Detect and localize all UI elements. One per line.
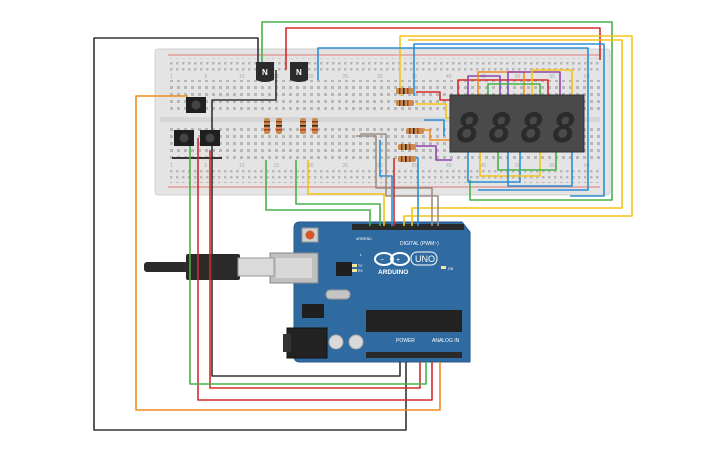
wire-yellow-2: [408, 39, 623, 226]
svg-text:+: +: [396, 257, 400, 264]
arduino-uno-board: − + ARDUINO UNO DIGITAL (PWM~) POWER ANA…: [269, 221, 471, 363]
transistor-2-label: N: [296, 68, 302, 77]
transistors: N N: [256, 62, 308, 82]
rx-label: RX: [358, 269, 364, 273]
wire-yellow-1: [307, 160, 385, 226]
wire-red-2: [209, 150, 421, 389]
wire-blue-4: [424, 119, 445, 136]
analog-header-label: ANALOG IN: [432, 338, 460, 344]
svg-text:−: −: [380, 257, 384, 264]
board-brand: ARDUINO: [378, 269, 408, 276]
push-buttons: [174, 97, 220, 146]
display-digit-1: 8: [456, 106, 480, 152]
resistor-5: [396, 88, 414, 94]
wire-black-2: [211, 70, 401, 377]
resistor-4: [312, 118, 318, 134]
resistor-6: [396, 100, 414, 106]
power-jack: [286, 327, 328, 359]
breadboard-col-label-bottom: 25: [343, 163, 349, 169]
breadboard-col-label-top: 55: [550, 74, 556, 80]
resistor-3: [300, 118, 306, 134]
wire-green-3: [295, 160, 381, 226]
wire-green-top: [261, 21, 613, 201]
breadboard-col-label-top: 25: [343, 74, 349, 80]
breadboard-col-label-bottom: 5: [205, 163, 208, 169]
wire-red-1: [197, 138, 433, 401]
breadboard-col-label-bottom: 15: [274, 163, 280, 169]
gnd-label: GND: [364, 237, 372, 241]
breadboard-col-label-bottom: 10: [239, 163, 245, 169]
l-led-label: L: [360, 253, 362, 257]
wire-green-1: [189, 140, 427, 385]
power-header-label: POWER: [396, 338, 415, 344]
breadboard-col-label-bottom: 40: [446, 163, 452, 169]
breadboard-col-label-bottom: 35: [412, 163, 418, 169]
push-button-2[interactable]: [174, 130, 194, 146]
breadboard-col-label-bottom: 55: [550, 163, 556, 169]
breadboard-col-label-top: 60: [584, 74, 590, 80]
display-digit-3: 8: [520, 106, 544, 152]
digital-header-label: DIGITAL (PWM~): [400, 241, 439, 247]
usb-cable: [144, 254, 275, 280]
tx-label: TX: [358, 264, 363, 268]
arduino-logo: − +: [374, 252, 410, 266]
breadboard-col-label-top: 5: [205, 74, 208, 80]
board-model: UNO: [415, 254, 435, 264]
breadboard-col-label-bottom: 50: [515, 163, 521, 169]
wire-gray-1: [356, 135, 433, 226]
resistor-7: [406, 128, 424, 134]
breadboard-col-label-bottom: 60: [584, 163, 590, 169]
wire-green-2: [265, 160, 371, 226]
wire-blue-3: [413, 43, 605, 197]
resistor-2: [276, 118, 282, 134]
aref-label: AREF: [356, 237, 365, 241]
breadboard-col-label-top: 30: [377, 74, 383, 80]
breadboard-col-label-bottom: 20: [308, 163, 314, 169]
wire-yellow-top: [399, 35, 633, 226]
wire-orange-button: [135, 95, 441, 411]
resistor-9: [398, 156, 416, 162]
breadboard-col-label-top: 40: [446, 74, 452, 80]
on-led-label: ON: [448, 267, 454, 271]
wire-gray-2: [360, 133, 439, 226]
wire-gnd-loop: [93, 37, 407, 431]
breadboard-col-label-top: 1: [170, 74, 173, 80]
breadboard-col-label-bottom: 45: [481, 163, 487, 169]
resistor-8: [398, 144, 416, 150]
wire-blue-top: [317, 47, 589, 191]
transistor-1-label: N: [262, 68, 268, 77]
resistor-1: [264, 118, 270, 134]
display-digit-2: 8: [488, 106, 512, 152]
transistor-2: N: [290, 62, 308, 82]
push-button-3[interactable]: [200, 130, 220, 146]
atmega-chip: [366, 310, 462, 332]
display-digit-4: 8: [552, 106, 576, 152]
breadboard-col-label-top: 20: [308, 74, 314, 80]
wires: [93, 21, 633, 431]
push-button-1[interactable]: [186, 97, 206, 113]
breadboard-col-label-top: 10: [239, 74, 245, 80]
breadboard-col-label-top: 45: [481, 74, 487, 80]
resistors: [264, 88, 424, 162]
breadboard-col-label-bottom: 1: [170, 163, 173, 169]
breadboard-col-label-top: 50: [515, 74, 521, 80]
transistor-1: N: [256, 62, 274, 82]
